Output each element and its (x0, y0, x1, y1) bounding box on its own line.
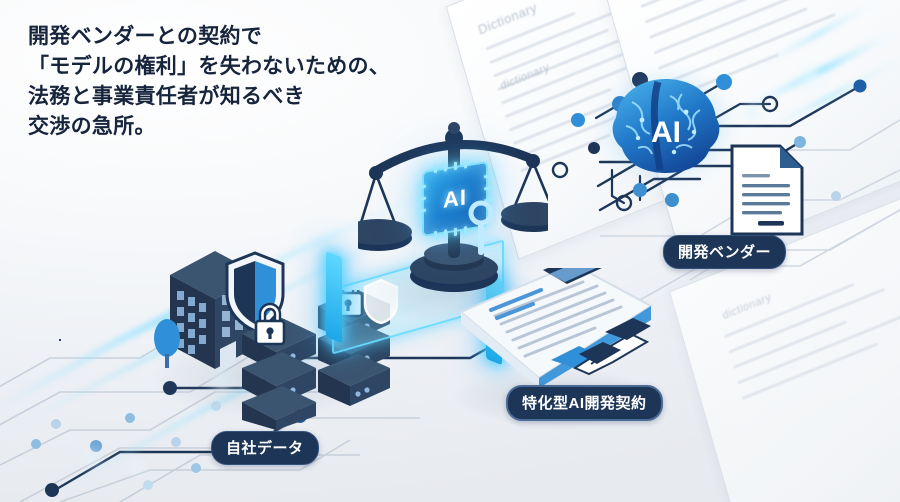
server-rack-icon (242, 290, 390, 430)
label-contract-text: 特化型AI開発契約 (522, 395, 647, 412)
handshake-icon (551, 318, 651, 376)
clipboard-contract-icon (459, 268, 653, 388)
headline-line-3: 法務と事業責任者が知るべき (28, 85, 305, 108)
key-icon (468, 200, 494, 255)
headline: 開発ベンダーとの契約で 「モデルの権利」を失わないための、 法務と事業責任者が知… (28, 22, 458, 142)
document-icon (730, 144, 804, 236)
shield-icon (225, 251, 285, 333)
headline-line-2: 「モデルの権利」を失わないための、 (28, 55, 391, 78)
security-gate-icon (318, 239, 518, 368)
label-contract[interactable]: 特化型AI開発契約 (506, 385, 663, 421)
svg-text:AI: AI (651, 116, 681, 149)
gate-shield-icon (363, 278, 399, 324)
brain-ai-icon: AI (612, 79, 720, 173)
headline-line-1: 開発ベンダーとの契約で (28, 25, 263, 48)
padlock-icon (254, 302, 286, 346)
label-own-data[interactable]: 自社データ (211, 431, 319, 465)
label-own-data-text: 自社データ (226, 440, 304, 457)
label-vendor-text: 開発ベンダー (678, 244, 772, 261)
label-vendor[interactable]: 開発ベンダー (663, 235, 787, 269)
headline-line-4: 交渉の急所。 (28, 115, 156, 138)
tree-icon (154, 319, 180, 368)
